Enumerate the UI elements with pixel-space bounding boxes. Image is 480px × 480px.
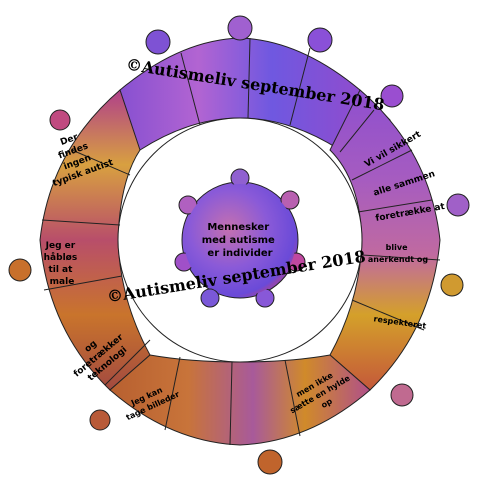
center-line-2: med autisme	[202, 235, 275, 246]
puzzle-knob	[89, 409, 111, 431]
puzzle-knob	[227, 15, 253, 41]
puzzle-knob	[49, 109, 71, 131]
puzzle-knob	[280, 190, 300, 210]
svg-text:Jeg er håbløs til: Jeg er håbløs til at male	[44, 241, 81, 287]
ring-text-right-4: blive anerkendt og	[368, 243, 429, 264]
ring-right-piece	[329, 89, 441, 391]
ring-text-left-mid: Jeg er håbløs til at male	[44, 241, 81, 287]
piece-dividers	[41, 37, 441, 446]
puzzle-knob	[440, 273, 464, 297]
center-line-3: er individer	[207, 248, 272, 259]
puzzle-knob	[380, 84, 404, 108]
svg-text:Mennesker med autisme: Mennesker med autisme er individer	[202, 222, 279, 259]
center-line-1: Mennesker	[207, 222, 269, 233]
puzzle-knob	[446, 193, 470, 217]
ring-left-piece	[39, 89, 151, 391]
puzzle-knob	[8, 258, 32, 282]
puzzle-knob	[390, 383, 414, 407]
puzzle-knob	[257, 449, 283, 475]
center-puzzle-piece: Mennesker med autisme er individer	[174, 168, 306, 308]
svg-text:blive anerkendt og: blive anerkendt og	[368, 243, 429, 264]
ring-bottom-piece	[109, 354, 371, 446]
puzzle-knob	[145, 29, 171, 55]
puzzle-knob	[200, 288, 220, 308]
puzzle-knob	[307, 27, 333, 53]
